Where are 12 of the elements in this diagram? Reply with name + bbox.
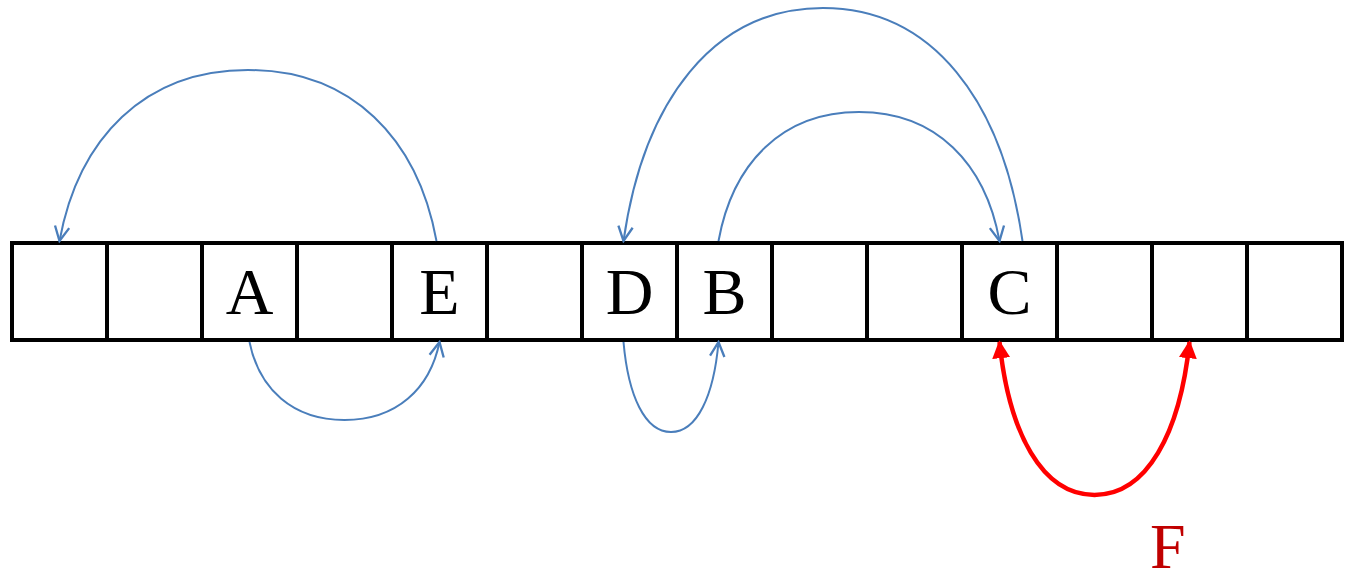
arrow [992,340,1197,498]
cell-letter: D [605,258,654,325]
arrow [54,69,438,243]
cell-letter: E [419,258,460,325]
arrow [248,340,445,421]
arrow [617,7,1024,243]
cell-letter: B [702,258,747,325]
edge-label: F [1150,515,1186,579]
arrow [717,111,1005,243]
cell-letter: A [225,258,274,325]
cell-letter: C [987,258,1032,325]
arrow [622,340,726,433]
